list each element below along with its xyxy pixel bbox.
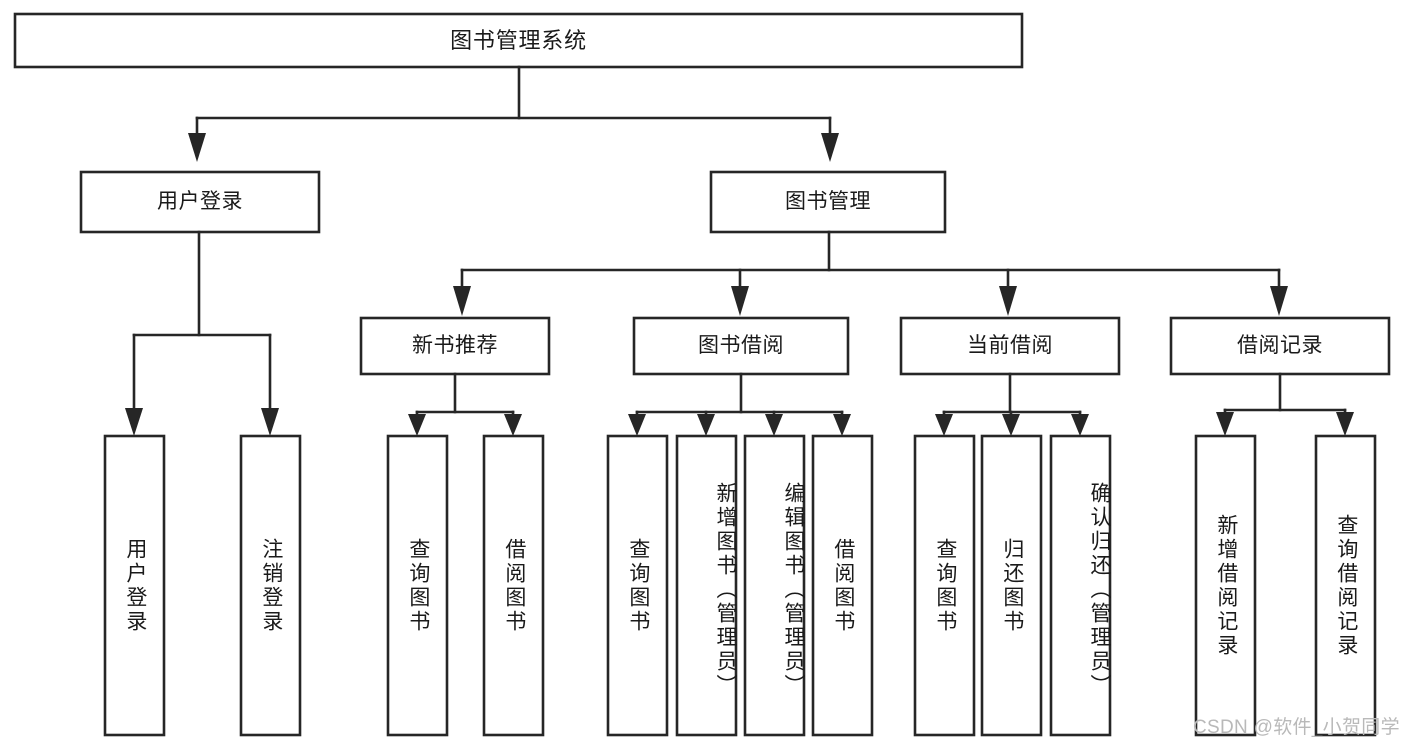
node-box-book-manage[interactable] bbox=[709, 170, 947, 234]
arrowhead-user-login-leaf-2 bbox=[261, 408, 279, 436]
arrowhead-user-login-leaf-1 bbox=[125, 408, 143, 436]
arrowhead-to-book-borrow bbox=[731, 286, 749, 316]
arrowhead-root-to-user-login bbox=[188, 133, 206, 162]
arrowhead-book-borrow-leaf-1 bbox=[628, 414, 646, 436]
arrowhead-book-borrow-leaf-3 bbox=[765, 414, 783, 436]
arrowhead-book-borrow-leaf-4 bbox=[833, 414, 851, 436]
node-box-leaf-logout-login[interactable] bbox=[239, 434, 302, 737]
node-box-leaf-add-book[interactable] bbox=[675, 434, 738, 737]
node-box-new-book-recommend[interactable] bbox=[359, 316, 551, 376]
node-box-root[interactable] bbox=[13, 12, 1024, 69]
arrowhead-current-borrow-leaf-2 bbox=[1002, 414, 1020, 436]
node-box-leaf-return-book[interactable] bbox=[980, 434, 1043, 737]
node-box-borrow-record[interactable] bbox=[1169, 316, 1391, 376]
arrowhead-root-to-book-manage bbox=[821, 133, 839, 162]
node-box-leaf-query-book-1[interactable] bbox=[386, 434, 449, 737]
node-box-current-borrow[interactable] bbox=[899, 316, 1121, 376]
node-box-leaf-confirm-return[interactable] bbox=[1049, 434, 1112, 737]
node-box-leaf-query-book-2[interactable] bbox=[606, 434, 669, 737]
arrowhead-book-borrow-leaf-2 bbox=[697, 414, 715, 436]
node-box-leaf-query-book-3[interactable] bbox=[913, 434, 976, 737]
node-box-leaf-user-login[interactable] bbox=[103, 434, 166, 737]
arrowhead-new-book-leaf-1 bbox=[408, 414, 426, 436]
node-box-leaf-edit-book[interactable] bbox=[743, 434, 806, 737]
node-box-leaf-query-record[interactable] bbox=[1314, 434, 1377, 737]
node-box-leaf-borrow-book-1[interactable] bbox=[482, 434, 545, 737]
node-box-book-borrow[interactable] bbox=[632, 316, 850, 376]
arrowhead-new-book-leaf-2 bbox=[504, 414, 522, 436]
arrowhead-current-borrow-leaf-3 bbox=[1071, 414, 1089, 436]
arrowhead-to-current-borrow bbox=[999, 286, 1017, 316]
node-box-leaf-add-record[interactable] bbox=[1194, 434, 1257, 737]
node-box-user-login[interactable] bbox=[79, 170, 321, 234]
arrowhead-to-borrow-record bbox=[1270, 286, 1288, 316]
arrowhead-borrow-record-leaf-1 bbox=[1216, 412, 1234, 436]
arrowhead-current-borrow-leaf-1 bbox=[935, 414, 953, 436]
arrowhead-borrow-record-leaf-2 bbox=[1336, 412, 1354, 436]
node-box-leaf-borrow-book-2[interactable] bbox=[811, 434, 874, 737]
arrowhead-to-new-book-recommend bbox=[453, 286, 471, 316]
